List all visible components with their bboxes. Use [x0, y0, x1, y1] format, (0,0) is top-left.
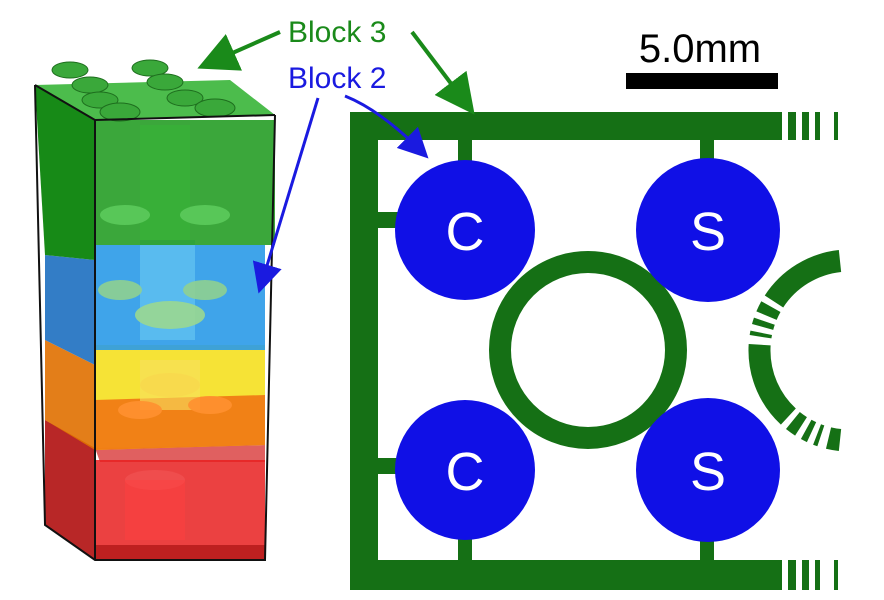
pad-bottom-left: C: [395, 400, 535, 540]
scale-label: 5.0mm: [639, 27, 761, 71]
pad-bottom-right: S: [636, 398, 780, 542]
pad-letter: C: [446, 202, 485, 262]
red-layer: [45, 420, 265, 560]
trace-continuation-bottom: [788, 560, 838, 590]
partial-ring: [748, 250, 842, 451]
frame-traces: [350, 112, 782, 590]
label-block-2: Block 2: [288, 62, 386, 95]
scale-line: [626, 73, 778, 89]
brick-stack: [34, 59, 276, 561]
pad-top-left: C: [395, 160, 535, 300]
scale-bar: 5.0mm: [626, 27, 778, 89]
pad-letter: S: [690, 442, 726, 502]
pad-letter: C: [446, 442, 485, 502]
brick-outline: [34, 84, 276, 561]
yellow-layer: [45, 340, 265, 450]
blue-layer: [45, 240, 265, 365]
pad-letter: S: [690, 202, 726, 262]
center-ring: [489, 251, 687, 449]
brick-studs: [51, 59, 236, 122]
label-block-3: Block 3: [288, 16, 386, 49]
block3-arrows: [197, 30, 475, 115]
block2-arrows: [252, 94, 429, 294]
green-layer: [35, 59, 275, 260]
trace-continuation-top: [788, 112, 838, 140]
circuit-layout: C S C S: [350, 112, 842, 590]
pad-top-right: S: [636, 158, 780, 302]
